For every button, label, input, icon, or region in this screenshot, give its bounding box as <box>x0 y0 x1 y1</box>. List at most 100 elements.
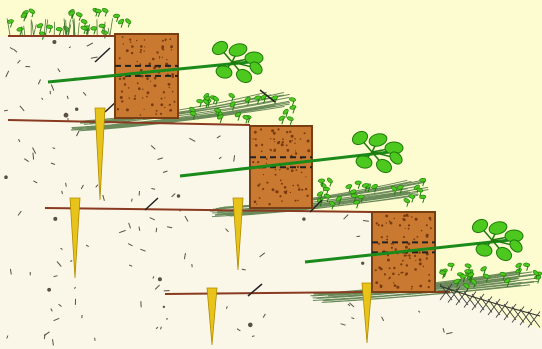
soil-grain <box>156 228 157 232</box>
fascine-tier2-fiber <box>274 141 275 142</box>
fascine-tier2-fiber <box>270 138 271 139</box>
fascine-tier1-fiber <box>121 90 123 92</box>
fascine-tier2-fiber <box>308 141 309 142</box>
grass-blade <box>33 24 36 36</box>
fascine-tier2-fiber <box>281 200 283 202</box>
fascine-tier2-fiber <box>302 189 303 190</box>
fascine-tier1-fiber <box>149 62 152 65</box>
brush-top-tier1-leaf <box>289 105 296 110</box>
fascine-tier1-fiber <box>173 74 174 75</box>
fascine-tier3-fiber <box>387 259 390 262</box>
fascine-tier1-fiber <box>171 49 172 50</box>
fascine-tier3-fiber <box>386 222 387 223</box>
fascine-tier2-fiber <box>295 150 296 151</box>
fascine-tier1-fiber <box>163 91 165 93</box>
soil-pebble <box>47 288 51 292</box>
fascine-tier2-fiber <box>271 129 274 132</box>
fascine-tier3-fiber <box>389 267 391 269</box>
fascine-tier1-fiber <box>131 52 133 54</box>
brush-top-tier1-leaf <box>196 99 203 103</box>
brush-top-tier3-leaf <box>439 271 446 275</box>
fascine-tier2-fiber <box>273 132 276 135</box>
fascine-tier2-fiber <box>300 138 302 140</box>
brush-top-tier3-leaf <box>500 272 507 277</box>
fascine-tier3-fiber <box>375 281 378 284</box>
fascine-tier1-fiber <box>166 59 167 60</box>
fascine-tier3-fiber <box>418 251 420 253</box>
fascine-tier2-fiber <box>297 200 299 202</box>
fascine-tier1-fiber <box>124 83 126 85</box>
fascine-tier2-fiber <box>306 195 308 197</box>
soil-pebble <box>163 306 165 308</box>
fascine-tier1-fiber <box>144 46 145 47</box>
fascine-tier2-fiber <box>299 186 300 187</box>
fascine-tier3-fiber <box>406 264 408 266</box>
fascine-tier2-fiber <box>295 200 297 202</box>
brush-top-tier2-leaf <box>403 198 410 204</box>
grass-top-leaf <box>80 19 87 25</box>
live-cutting-tier2-leaf <box>350 129 370 147</box>
fascine-tier1-fiber <box>126 108 129 111</box>
fascine-tier1-fiber <box>140 51 142 53</box>
fascine-tier2-fiber <box>272 188 275 191</box>
fascine-tier1-fiber <box>172 91 174 93</box>
fascine-tier1-fiber <box>152 58 155 61</box>
fascine-tier1-fiber <box>164 107 165 108</box>
fascine-tier1-fiber <box>174 101 176 103</box>
fascine-tier2-fiber <box>289 131 291 133</box>
fascine-tier2-fiber <box>254 201 257 204</box>
fascine-tier3-fiber <box>378 266 381 269</box>
brush-top-tier2-leaf <box>323 187 329 191</box>
fascine-tier1-fiber <box>150 81 151 82</box>
fascine-tier2-fiber <box>284 186 287 189</box>
soil-pebble <box>52 40 56 44</box>
fascine-tier3-fiber <box>407 216 408 217</box>
fascine-tier2-fiber <box>266 158 268 160</box>
brush-top-tier1-leaf <box>228 92 235 98</box>
fascine-tier2-fiber <box>255 138 257 140</box>
soil-grain <box>53 148 56 149</box>
fascine-tier2-fiber <box>279 195 281 197</box>
fascine-tier3-fiber <box>430 219 432 221</box>
brush-top-tier3-leaf <box>515 262 522 268</box>
grass-top-leaf <box>91 26 98 30</box>
soil-pebble <box>158 277 162 281</box>
soil-grain <box>4 110 8 111</box>
grass-top-leaf <box>20 12 27 19</box>
fascine-tier3-fiber <box>403 215 406 218</box>
fascine-tier1-fiber <box>159 57 160 58</box>
fascine-tier2-fiber <box>275 169 276 170</box>
fascine-tier1-fiber <box>144 109 145 110</box>
fascine-tier1-fiber <box>146 96 148 98</box>
fascine-tier3-fiber <box>398 274 400 276</box>
fascine-tier1-fiber <box>121 100 123 102</box>
grass-blade <box>108 28 109 36</box>
fascine-tier2-fiber <box>286 144 288 146</box>
fascine-tier1-fiber <box>119 57 121 59</box>
brush-top-tier3-leaf <box>460 275 466 279</box>
fascine-tier2-fiber <box>304 132 306 134</box>
fascine-tier3-fiber <box>428 286 430 288</box>
fascine-tier2-fiber <box>259 197 261 199</box>
soil-pebble <box>4 175 8 179</box>
fascine-tier3-fiber <box>423 266 425 268</box>
fascine-tier1-fiber <box>139 63 141 65</box>
grass-top-leaf <box>36 23 43 29</box>
fascine-tier3-fiber <box>421 230 423 232</box>
fascine-tier3-fiber <box>385 215 388 218</box>
soil-pebble <box>64 113 69 118</box>
grass-top-leaf <box>113 14 120 18</box>
fascine-tier3-fiber <box>426 224 428 226</box>
fascine-tier1-fiber <box>138 87 141 90</box>
brush-top-tier1-leaf <box>229 101 236 108</box>
fascine-tier2-fiber <box>289 140 292 143</box>
fascine-tier3-fiber <box>381 236 383 238</box>
fascine-tier3-fiber <box>394 284 397 287</box>
fascine-tier1-fiber <box>171 75 174 78</box>
fascine-tier1-fiber <box>137 61 138 62</box>
grass-blade <box>32 22 34 37</box>
fascine-tier3-fiber <box>400 263 402 265</box>
fascine-tier2-fiber <box>257 184 259 186</box>
fascine-tier3-fiber <box>375 269 377 271</box>
